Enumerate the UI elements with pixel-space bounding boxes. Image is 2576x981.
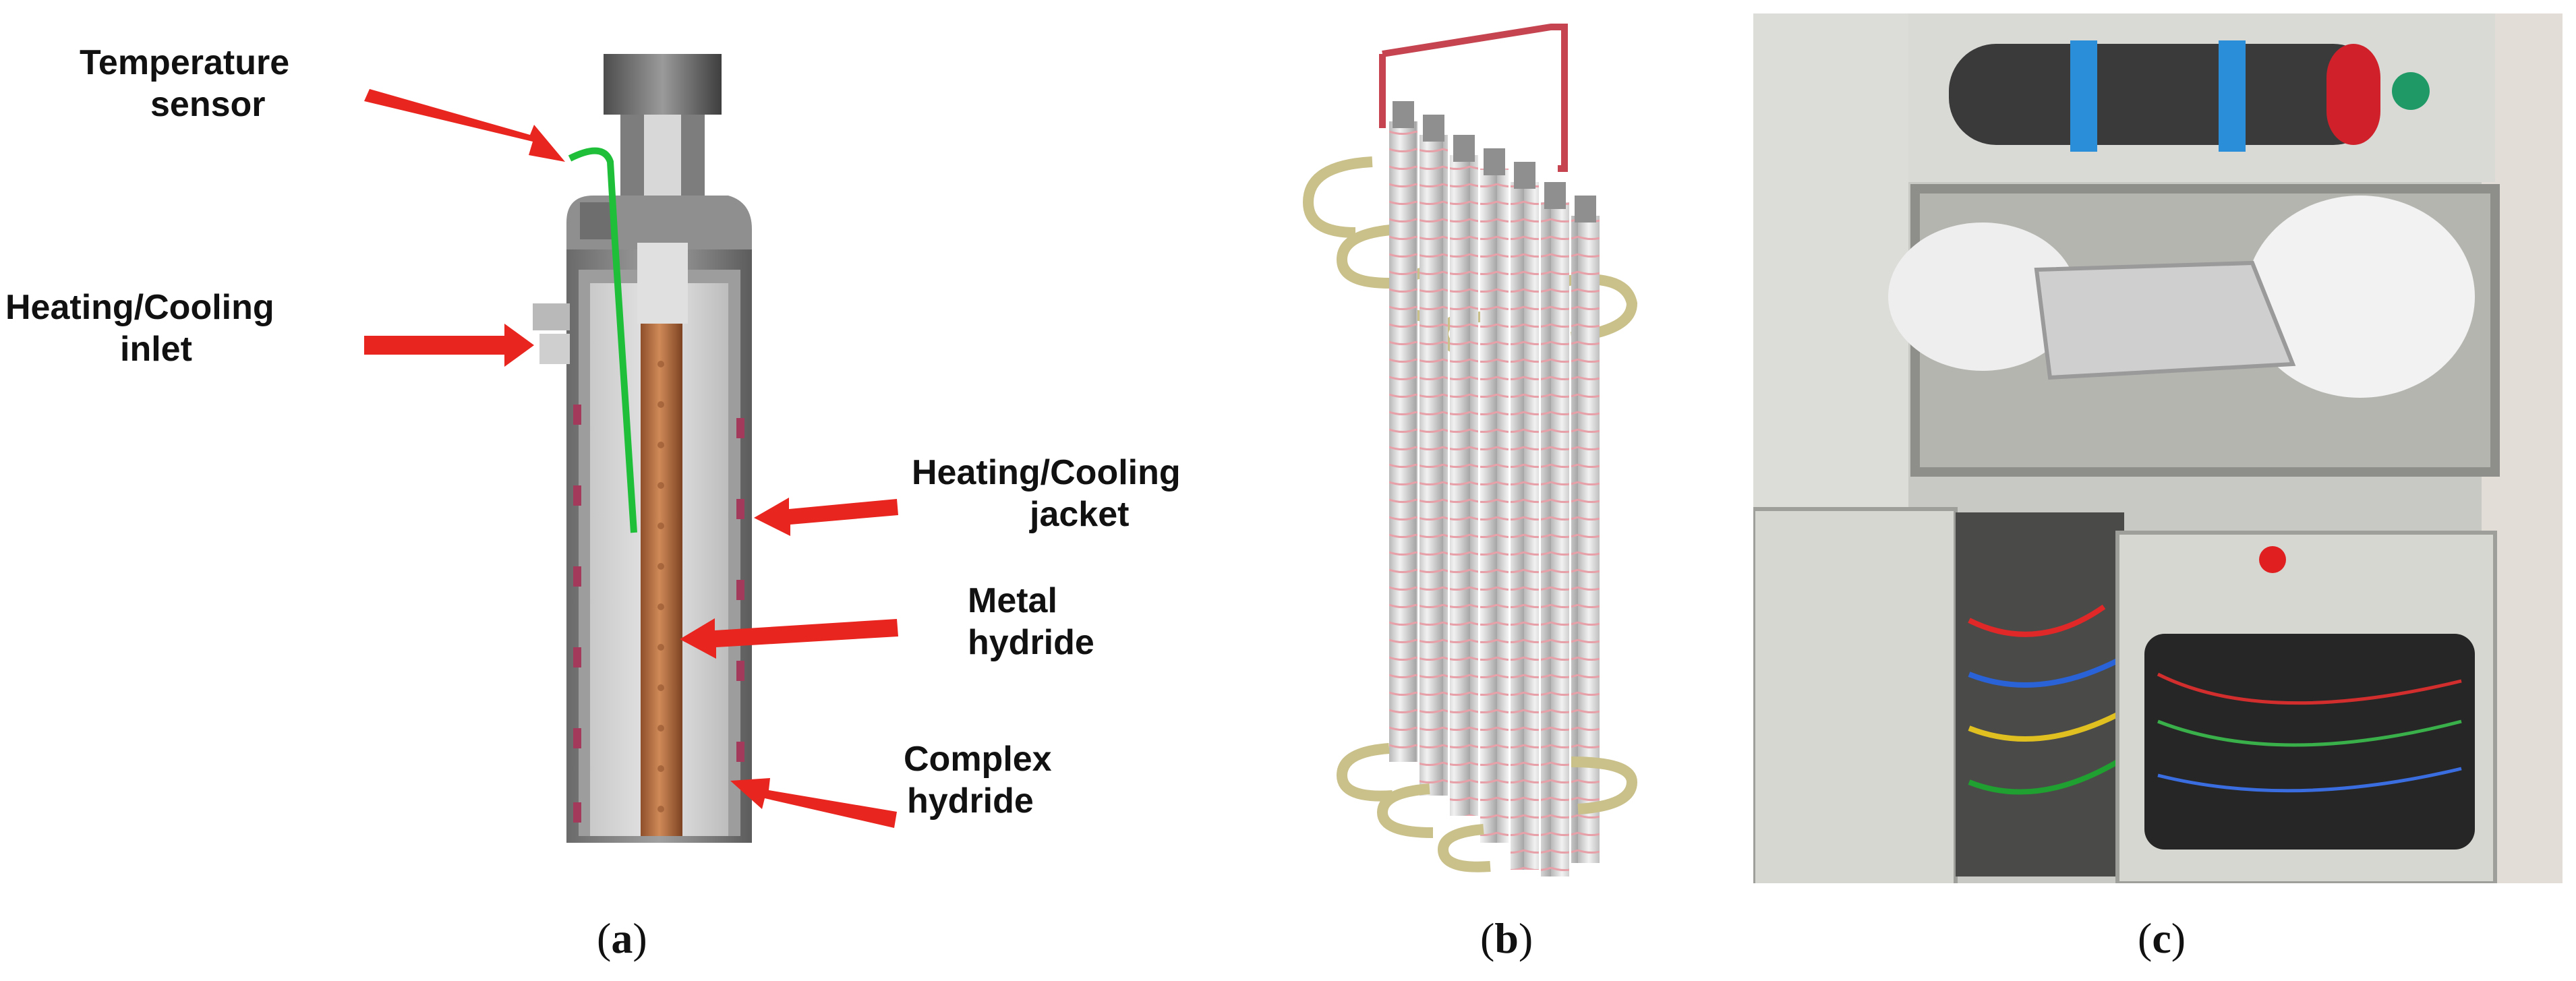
label-inlet-line1: Heating/Cooling xyxy=(5,288,274,327)
label-jacket-line1: Heating/Cooling xyxy=(912,453,1181,492)
caption-c-letter: c xyxy=(2152,914,2171,962)
tube-5 xyxy=(1511,182,1539,870)
tube-4 xyxy=(1480,169,1509,843)
temperature-sensor-wire xyxy=(568,147,637,533)
label-temperature-sensor: Temperature sensor xyxy=(80,42,289,125)
label-inlet-line2: inlet xyxy=(120,330,192,369)
label-temperature-sensor-line2: sensor xyxy=(150,85,266,124)
system-photograph xyxy=(1753,13,2563,883)
gas-cylinder xyxy=(1949,44,2380,145)
label-complex-hydride: Complex hydride xyxy=(904,738,1052,822)
caption-b-close: ) xyxy=(1518,914,1533,962)
label-temperature-sensor-line1: Temperature xyxy=(80,43,290,82)
caption-c: (c) xyxy=(2138,914,2186,963)
caption-b: (b) xyxy=(1480,914,1533,963)
caption-a-close: ) xyxy=(633,914,647,962)
tube-7 xyxy=(1571,216,1600,863)
tube-fittings xyxy=(1393,101,1596,222)
panel-c-photo: (c) xyxy=(1740,0,2576,981)
callout-arrows xyxy=(364,89,898,828)
caption-b-open: ( xyxy=(1480,914,1495,962)
valve-green xyxy=(2392,72,2430,110)
aluminium-wrapped-reactor xyxy=(2034,260,2296,380)
panel-a-cutaway-drawing: Temperature sensor Heating/Cooling inlet… xyxy=(0,0,1281,981)
label-jacket-line2: jacket xyxy=(1030,495,1130,534)
tube-columns xyxy=(1389,121,1600,876)
jacket-spiral-right xyxy=(736,418,744,762)
arrow-metal-hydride xyxy=(680,618,898,659)
left-control-box xyxy=(1753,507,1958,883)
emergency-stop-button xyxy=(2259,546,2286,573)
label-metal-hydride-line2: hydride xyxy=(968,623,1094,662)
reactor-cross-section xyxy=(364,54,898,843)
tube-2 xyxy=(1419,135,1448,796)
jacket-spiral-left xyxy=(573,405,581,823)
label-metal-hydride-line1: Metal xyxy=(968,581,1057,620)
u-bends-bottom xyxy=(1336,743,1638,872)
electronics-window xyxy=(2144,634,2475,850)
metal-hydride-tube xyxy=(641,324,682,836)
arrow-inlet xyxy=(364,324,534,367)
label-metal-hydride: Metal hydride xyxy=(968,580,1094,663)
arrow-temperature-sensor xyxy=(364,89,565,162)
top-fitting xyxy=(604,54,722,115)
caption-a-open: ( xyxy=(597,914,612,962)
arrow-jacket xyxy=(754,498,898,536)
caption-c-close: ) xyxy=(2171,914,2186,962)
inlet-stub xyxy=(533,303,570,330)
label-complex-hydride-line2: hydride xyxy=(907,781,1034,821)
caption-a: (a) xyxy=(597,914,647,963)
tube-3 xyxy=(1450,155,1478,816)
insulation-wool-left xyxy=(1888,222,2077,371)
tube-bundle-drawing xyxy=(1302,24,1638,876)
tube-6 xyxy=(1541,202,1569,876)
label-complex-hydride-line1: Complex xyxy=(904,740,1052,779)
tube-1 xyxy=(1389,121,1417,762)
photo-illustration xyxy=(1753,13,2563,883)
panel-b-tube-bundle: (b) xyxy=(1281,0,1740,981)
caption-c-open: ( xyxy=(2138,914,2153,962)
insulation-wool-right xyxy=(2246,196,2475,398)
label-heating-cooling-jacket: Heating/Cooling jacket xyxy=(912,452,1181,535)
caption-a-letter: a xyxy=(611,914,633,962)
manifold-pipe xyxy=(1382,24,1568,172)
label-heating-cooling-inlet: Heating/Cooling inlet xyxy=(5,287,274,370)
caption-b-letter: b xyxy=(1494,914,1519,962)
arrow-complex-hydride xyxy=(730,778,897,828)
